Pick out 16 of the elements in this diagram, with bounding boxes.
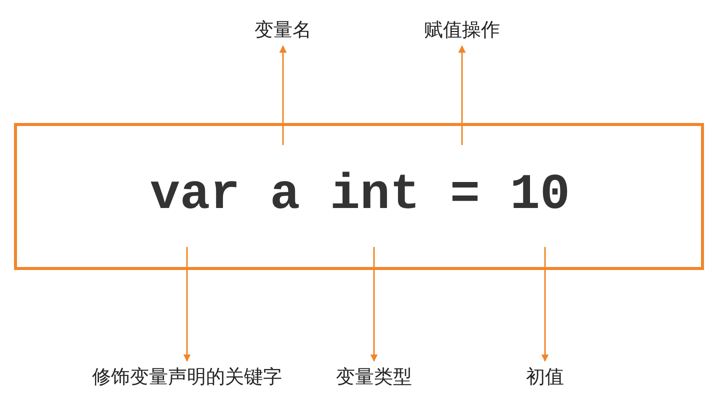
arrow xyxy=(458,45,466,145)
arrow xyxy=(370,247,378,362)
code-token: a xyxy=(270,145,300,247)
arrow xyxy=(183,247,191,362)
code-token: = xyxy=(450,145,480,247)
code-token: int xyxy=(330,145,420,247)
code-token: var xyxy=(150,145,240,247)
annotation-label: 变量名 xyxy=(254,18,312,42)
code-token: 10 xyxy=(510,145,570,247)
annotation-label: 初值 xyxy=(526,365,564,389)
arrow xyxy=(541,247,549,362)
code-box xyxy=(14,123,704,270)
annotation-label: 修饰变量声明的关键字 xyxy=(92,365,282,389)
arrow xyxy=(279,45,287,145)
annotation-label: 变量类型 xyxy=(336,365,412,389)
annotation-label: 赋值操作 xyxy=(424,18,500,42)
